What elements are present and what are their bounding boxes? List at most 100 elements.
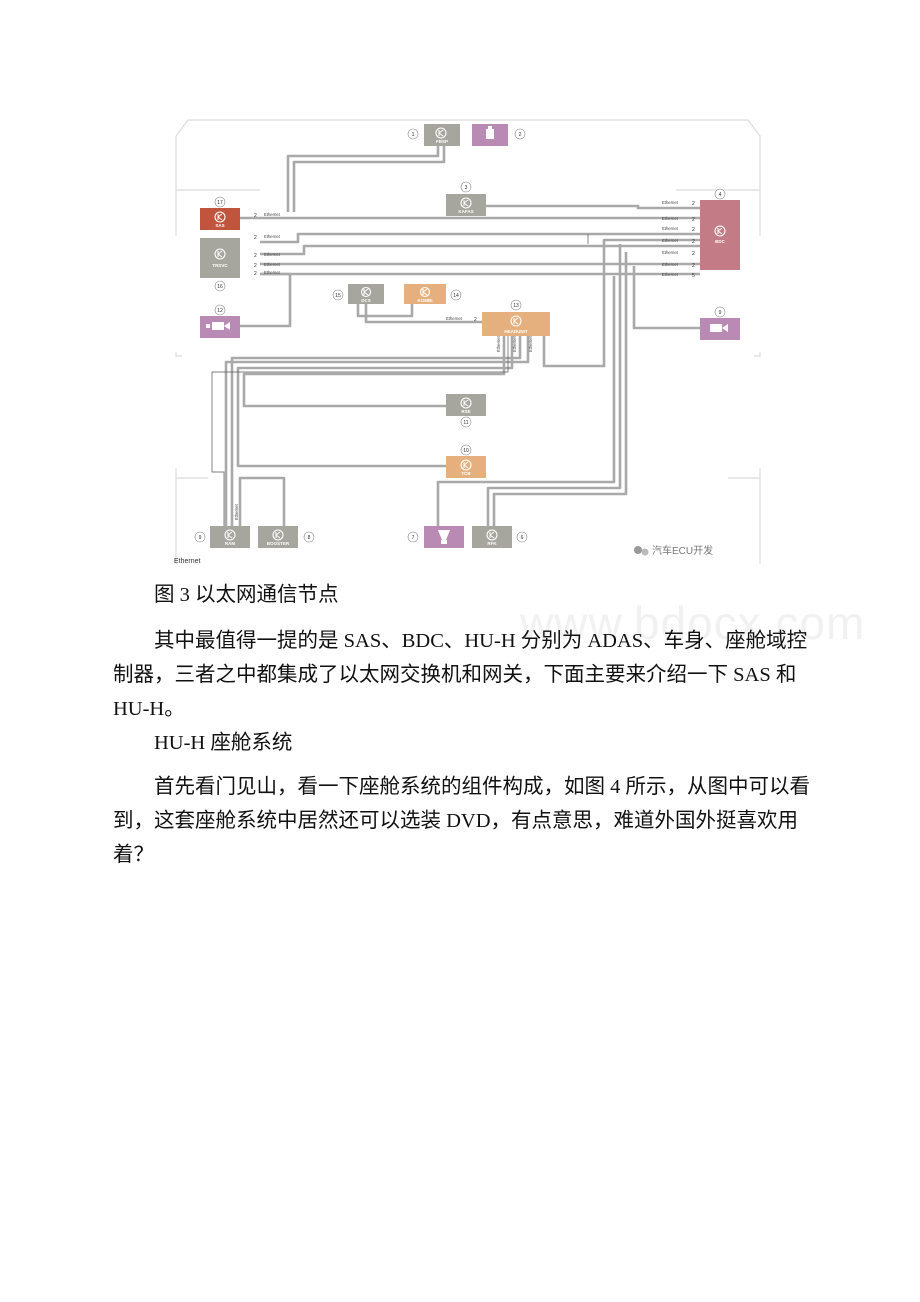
eth-label: Ethernet xyxy=(662,200,679,205)
node-speaker-number: 7 xyxy=(412,535,415,541)
eth-label: Ethernet xyxy=(446,316,463,321)
node-number-17: 17 xyxy=(214,196,226,208)
node-ram-label: RAM xyxy=(225,541,235,546)
port-label: 2 xyxy=(254,235,257,241)
node-rfk-label: RFK xyxy=(487,541,497,546)
figure-watermark-text: 汽车ECU开发 xyxy=(652,544,713,557)
node-number-11: 11 xyxy=(460,416,472,428)
node-kafas-label: KAFAS xyxy=(458,209,473,214)
node-dcs-number: 15 xyxy=(335,293,341,299)
node-dcs: DCS xyxy=(348,284,384,304)
eth-label-vertical: Ethernet xyxy=(528,335,533,352)
node-headunit-label: HEADUNIT xyxy=(504,329,528,334)
node-rse-number: 11 xyxy=(463,420,468,426)
wechat-watermark: 汽车ECU开发 xyxy=(634,544,713,557)
node-number-10: 10 xyxy=(460,444,472,456)
port-label: 2 xyxy=(692,201,695,207)
node-number-8: 8 xyxy=(303,531,315,543)
node-cam-left-number: 12 xyxy=(217,308,223,314)
node-number-12: 12 xyxy=(214,304,226,316)
figure-caption: 图 3 以太网通信节点 xyxy=(154,584,339,606)
eth-label: Ethernet xyxy=(662,238,679,243)
eth-label: Ethernet xyxy=(662,272,679,277)
node-number-15: 15 xyxy=(332,289,344,301)
node-fbsp-number: 1 xyxy=(412,132,415,138)
eth-label: Ethernet xyxy=(264,270,281,275)
node-kombi: KOMBI xyxy=(404,284,446,304)
page-watermark: www.bdocx.com xyxy=(520,597,866,649)
node-rse-label: RSE xyxy=(461,409,470,414)
node-speaker xyxy=(424,526,464,548)
node-cam-right-number: 9 xyxy=(719,310,722,316)
node-mic-number: 2 xyxy=(519,132,522,138)
node-kombi-number: 14 xyxy=(453,293,459,299)
node-kafas-number: 3 xyxy=(465,185,468,191)
node-kafas: KAFAS xyxy=(446,194,486,216)
node-number-9: 9 xyxy=(194,531,206,543)
eth-label: Ethernet xyxy=(662,250,679,255)
node-trsvc-number: 16 xyxy=(217,284,223,290)
node-tcb: TCB xyxy=(446,456,486,478)
paragraph: 首先看门见山，看一下座舱系统的组件构成，如图 4 所示，从图中可以看到，这套座舱… xyxy=(113,776,810,866)
vehicle-frame xyxy=(175,119,761,564)
node-number-3: 3 xyxy=(460,181,472,193)
node-number-13: 13 xyxy=(510,299,522,311)
eth-label: Ethernet xyxy=(264,252,281,257)
port-label: 2 xyxy=(254,213,257,219)
node-rse: RSE xyxy=(446,394,486,416)
ethernet-topology-figure: FBSP 1 2 KAFAS 3 BDC 4 SAS 17 TRSVC 16 xyxy=(168,116,768,568)
node-number-4: 4 xyxy=(714,188,726,200)
section-heading: HU-H 座舱系统 xyxy=(154,732,293,754)
node-trsvc: TRSVC xyxy=(200,238,240,278)
node-fbsp: FBSP xyxy=(424,124,460,146)
eth-label-vertical: Ethernet xyxy=(496,335,501,352)
port-label: 2 xyxy=(692,217,695,223)
node-ram-number: 9 xyxy=(199,535,202,541)
port-label: 2 xyxy=(254,253,257,259)
node-sas-label: SAS xyxy=(215,223,224,228)
node-number-16: 16 xyxy=(214,280,226,292)
node-tcb-number: 10 xyxy=(463,448,469,454)
port-label: 2 xyxy=(692,251,695,257)
node-dcs-label: DCS xyxy=(361,298,371,303)
figure-legend: Ethernet xyxy=(174,558,201,565)
ethernet-wiring-dark xyxy=(211,234,589,528)
port-label: 2 xyxy=(474,317,477,323)
eth-label: Ethernet xyxy=(264,262,281,267)
eth-label: Ethernet xyxy=(662,216,679,221)
node-fbsp-label: FBSP xyxy=(436,139,448,144)
eth-label-vertical: Ethernet xyxy=(234,503,239,520)
node-number-7: 7 xyxy=(407,531,419,543)
port-label: 2 xyxy=(692,239,695,245)
port-label: 2 xyxy=(692,263,695,269)
node-kombi-label: KOMBI xyxy=(418,298,433,303)
paragraph: 其中最值得一提的是 SAS、BDC、HU-H 分别为 ADAS、车身、座舱域控制… xyxy=(113,630,808,720)
node-bdc-number: 4 xyxy=(719,192,722,198)
ethernet-wiring xyxy=(224,138,700,528)
node-bdc: BDC xyxy=(700,200,740,270)
node-sas-number: 17 xyxy=(217,200,223,206)
node-microphone xyxy=(472,124,508,146)
node-trsvc-label: TRSVC xyxy=(212,263,228,268)
ethernet-labels: Ethernet 2 Ethernet 2 Ethernet 2 Etherne… xyxy=(234,200,695,520)
port-label: 2 xyxy=(254,263,257,269)
node-booster-number: 8 xyxy=(308,535,311,541)
node-rfk-number: 6 xyxy=(521,535,524,541)
node-ram: RAM xyxy=(210,526,250,548)
node-tcb-label: TCB xyxy=(461,471,471,476)
node-number-1: 1 xyxy=(407,128,419,140)
node-number-2: 2 xyxy=(514,128,526,140)
node-booster-label: BOOSTER xyxy=(267,541,290,546)
eth-label: Ethernet xyxy=(662,226,679,231)
node-camera-right xyxy=(700,318,740,340)
node-number-9-right: 9 xyxy=(714,306,726,318)
eth-label: Ethernet xyxy=(662,262,679,267)
node-number-14: 14 xyxy=(450,289,462,301)
node-rfk: RFK xyxy=(472,526,512,548)
eth-label: Ethernet xyxy=(264,234,281,239)
node-bdc-label: BDC xyxy=(715,239,725,244)
node-booster: BOOSTER xyxy=(258,526,298,548)
node-number-6: 6 xyxy=(516,531,528,543)
node-camera-left xyxy=(200,316,240,338)
node-headunit: HEADUNIT xyxy=(482,312,550,336)
